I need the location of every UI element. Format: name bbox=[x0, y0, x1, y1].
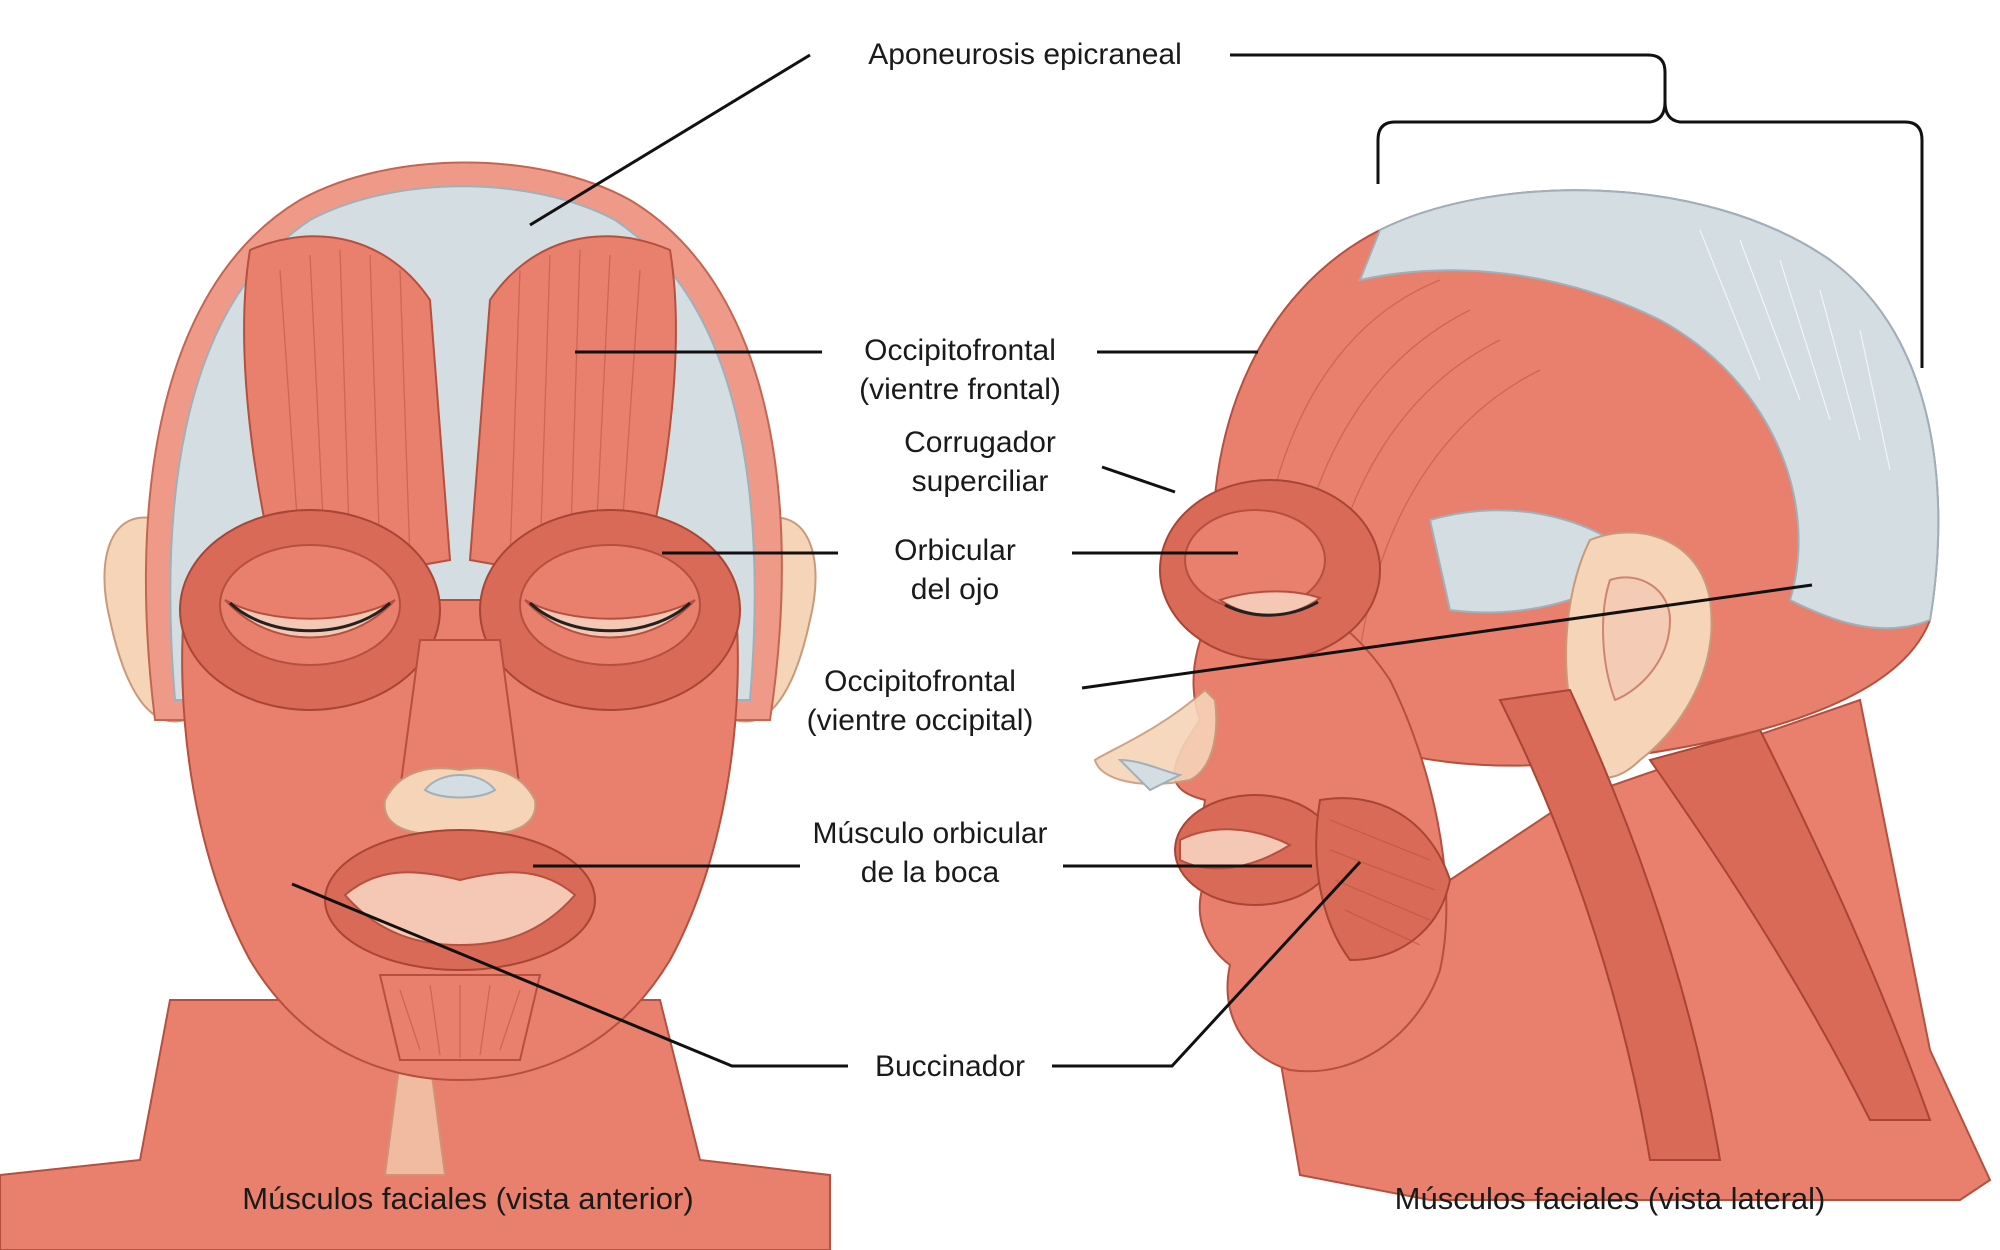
label-occipitofrontal-frontal-line2: (vientre frontal) bbox=[859, 373, 1061, 406]
lateral-head-illustration bbox=[1093, 189, 1992, 1201]
label-occipitofrontal-frontal-line1: Occipitofrontal bbox=[864, 334, 1056, 367]
leader-corrugador bbox=[1101, 465, 1176, 494]
caption-lateral-view: Músculos faciales (vista lateral) bbox=[1395, 1181, 1826, 1216]
leader-aponeurosis bbox=[529, 53, 811, 227]
label-orbicular-boca-line2: de la boca bbox=[861, 856, 1000, 889]
leader-buccinador-lateral bbox=[1052, 860, 1362, 1068]
label-buccinador: Buccinador bbox=[875, 1050, 1025, 1083]
label-corrugador-line2: superciliar bbox=[912, 465, 1049, 498]
label-occipitofrontal-occipital-line1: Occipitofrontal bbox=[824, 665, 1016, 698]
anterior-head-illustration bbox=[0, 161, 831, 1250]
label-orbicular-ojo-line1: Orbicular bbox=[894, 534, 1016, 567]
leader-lines bbox=[291, 53, 1924, 1068]
frontal-fibers-anterior bbox=[279, 249, 641, 561]
label-corrugador-line1: Corrugador bbox=[904, 426, 1056, 459]
leader-occipital bbox=[1081, 583, 1813, 690]
label-orbicular-ojo-line2: del ojo bbox=[911, 573, 999, 606]
labels: Aponeurosis epicraneal Occipitofrontal (… bbox=[242, 38, 1825, 1216]
label-occipitofrontal-occipital-line2: (vientre occipital) bbox=[807, 704, 1034, 737]
label-aponeurosis-epicraneal: Aponeurosis epicraneal bbox=[868, 38, 1182, 71]
caption-anterior-view: Músculos faciales (vista anterior) bbox=[242, 1181, 693, 1216]
leader-aponeurosis-bracket bbox=[1230, 53, 1924, 368]
label-orbicular-boca-line1: Músculo orbicular bbox=[812, 817, 1047, 850]
leader-buccinador-anterior bbox=[291, 882, 848, 1068]
